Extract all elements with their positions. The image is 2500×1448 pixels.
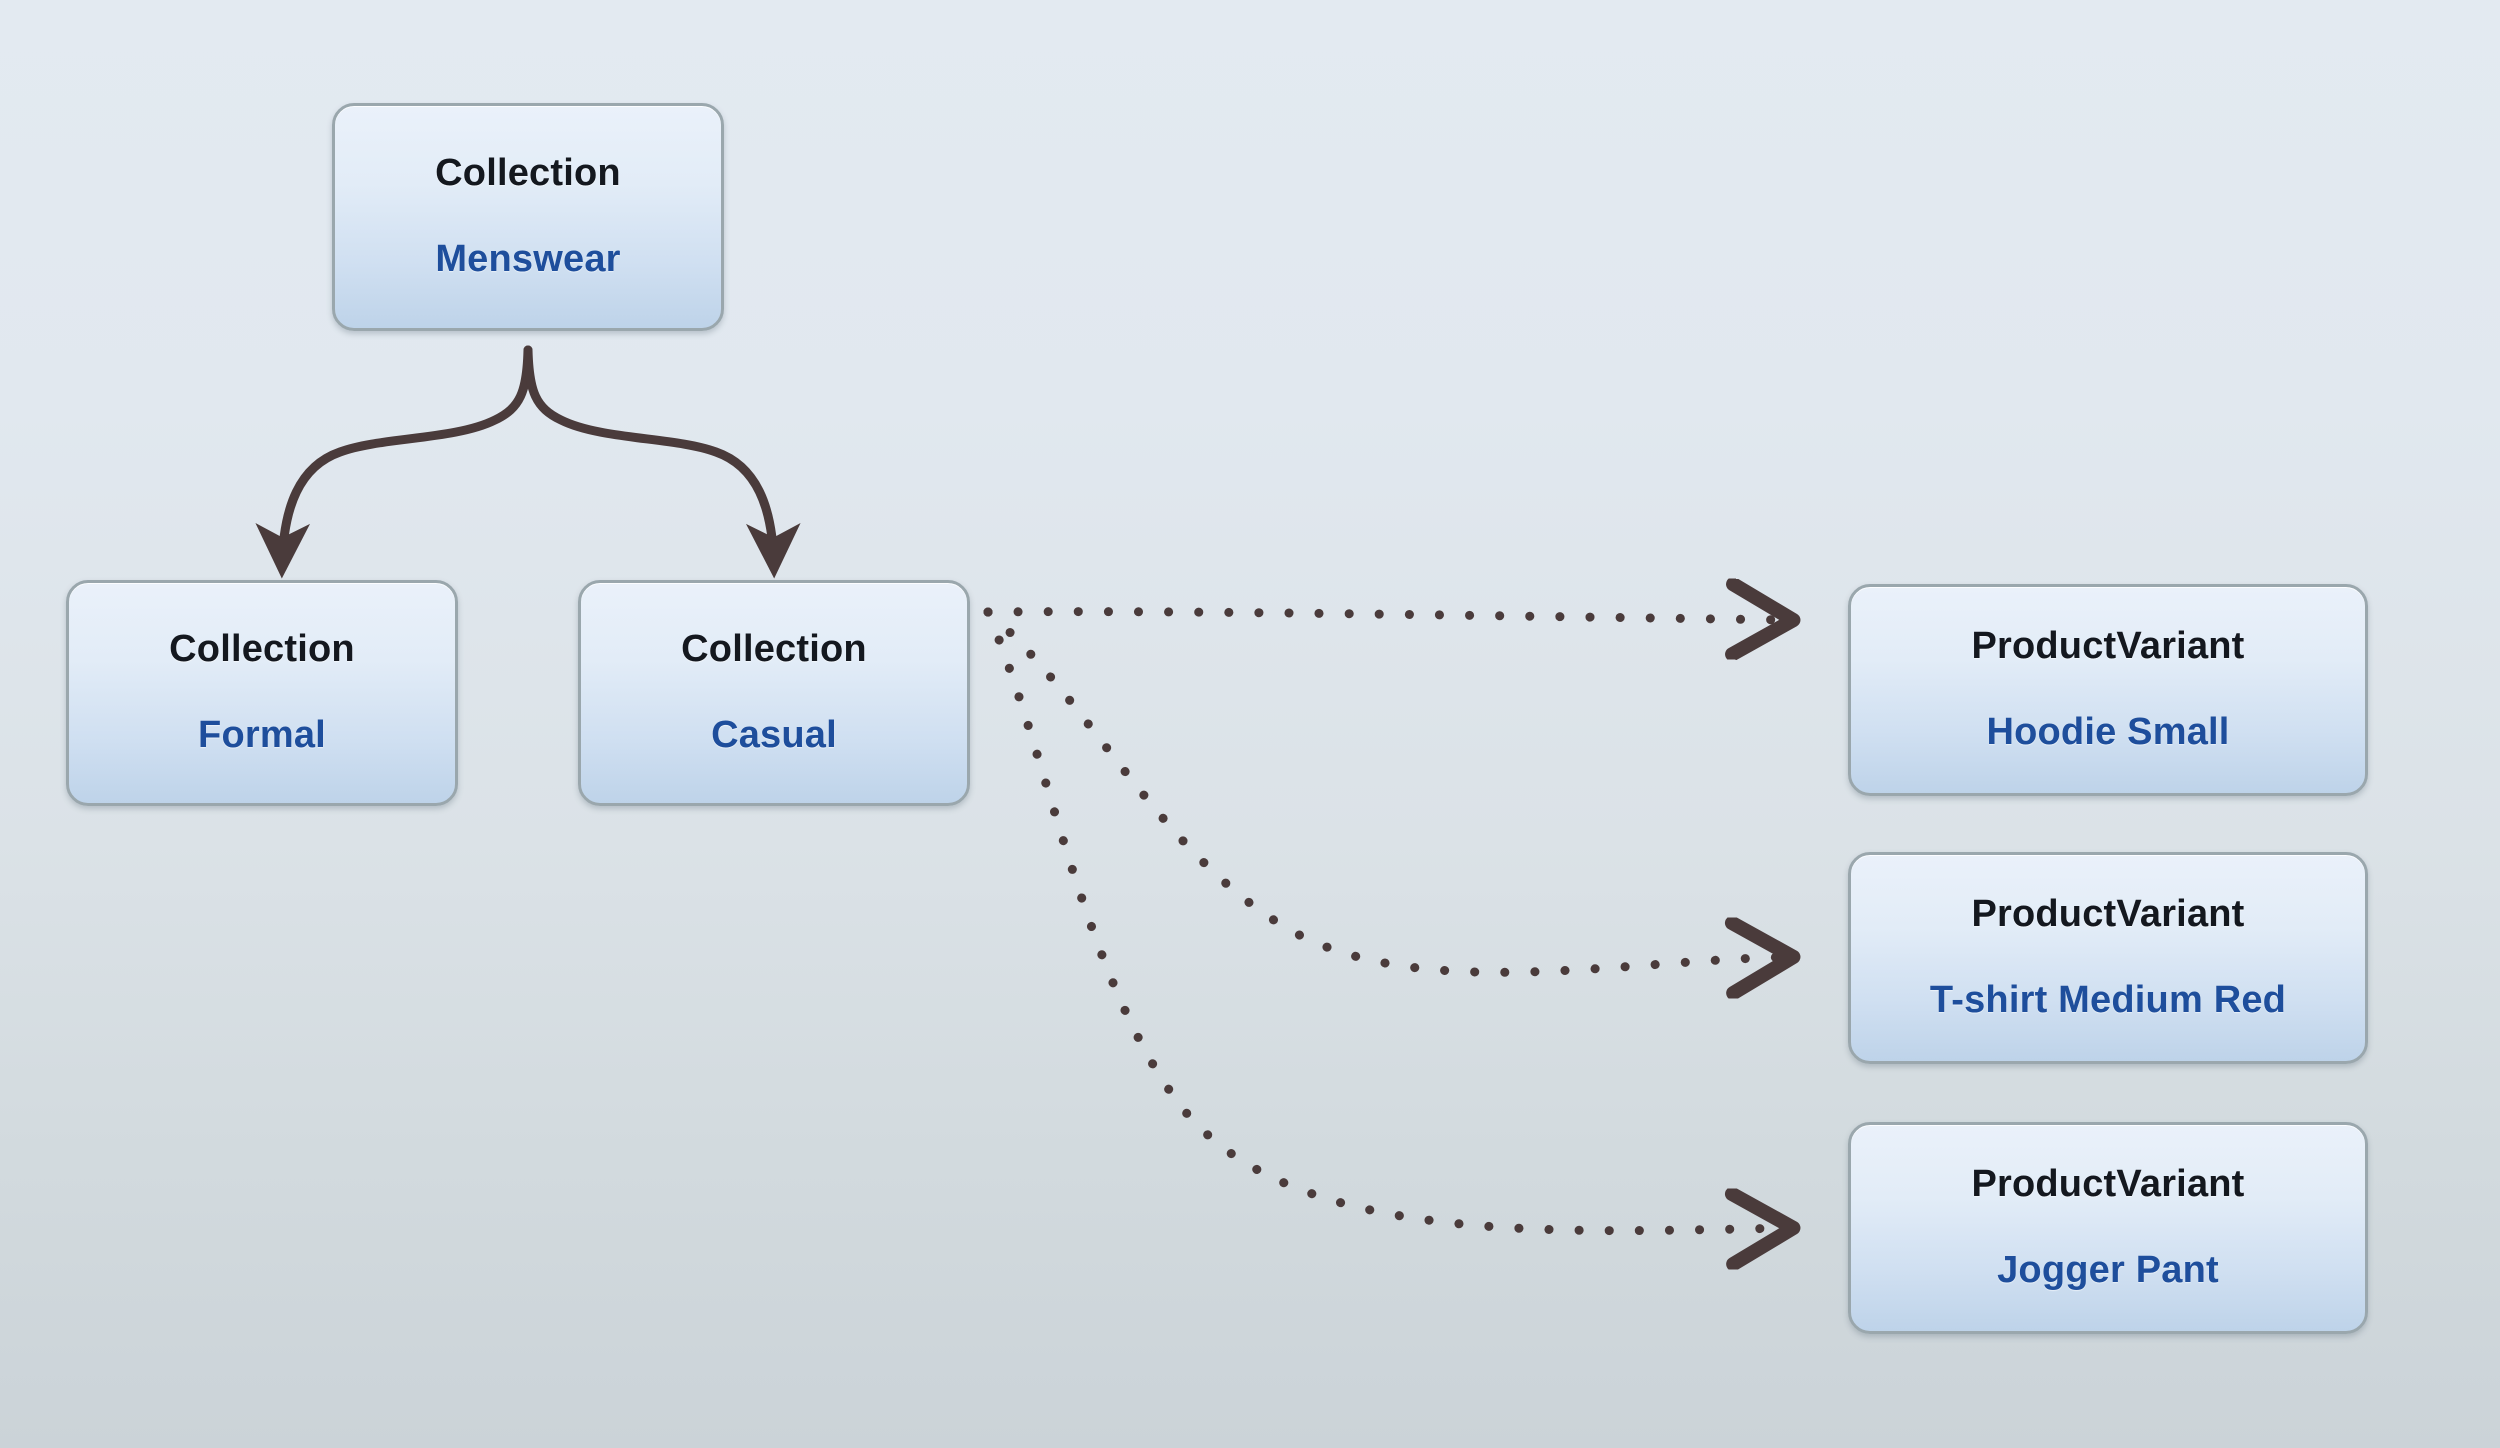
node-type-label: Collection bbox=[681, 628, 867, 671]
node-productvariant-jogger-pant[interactable]: ProductVariant Jogger Pant bbox=[1848, 1122, 2368, 1334]
edge-casual-to-hoodie-small bbox=[983, 612, 1790, 620]
edge-casual-to-jogger-pant bbox=[983, 607, 1790, 1231]
node-collection-menswear[interactable]: Collection Menswear bbox=[332, 103, 724, 331]
node-type-label: Collection bbox=[435, 152, 621, 195]
edge-casual-to-tshirt-medium-red bbox=[983, 607, 1790, 972]
node-name-label: T-shirt Medium Red bbox=[1929, 979, 2287, 1021]
edge-menswear-to-formal bbox=[255, 345, 533, 579]
node-type-label: ProductVariant bbox=[1971, 625, 2245, 668]
node-type-label: ProductVariant bbox=[1971, 1163, 2245, 1206]
node-name-label: Casual bbox=[711, 714, 837, 756]
node-collection-formal[interactable]: Collection Formal bbox=[66, 580, 458, 806]
node-collection-casual[interactable]: Collection Casual bbox=[578, 580, 970, 806]
node-productvariant-tshirt-medium-red[interactable]: ProductVariant T-shirt Medium Red bbox=[1848, 852, 2368, 1064]
node-name-label: Menswear bbox=[435, 238, 621, 280]
node-name-label: Formal bbox=[198, 714, 326, 756]
edge-menswear-to-casual bbox=[523, 345, 801, 579]
node-type-label: ProductVariant bbox=[1971, 893, 2245, 936]
node-productvariant-hoodie-small[interactable]: ProductVariant Hoodie Small bbox=[1848, 584, 2368, 796]
node-name-label: Hoodie Small bbox=[1986, 711, 2230, 753]
node-type-label: Collection bbox=[169, 628, 355, 671]
node-name-label: Jogger Pant bbox=[1997, 1249, 2219, 1291]
